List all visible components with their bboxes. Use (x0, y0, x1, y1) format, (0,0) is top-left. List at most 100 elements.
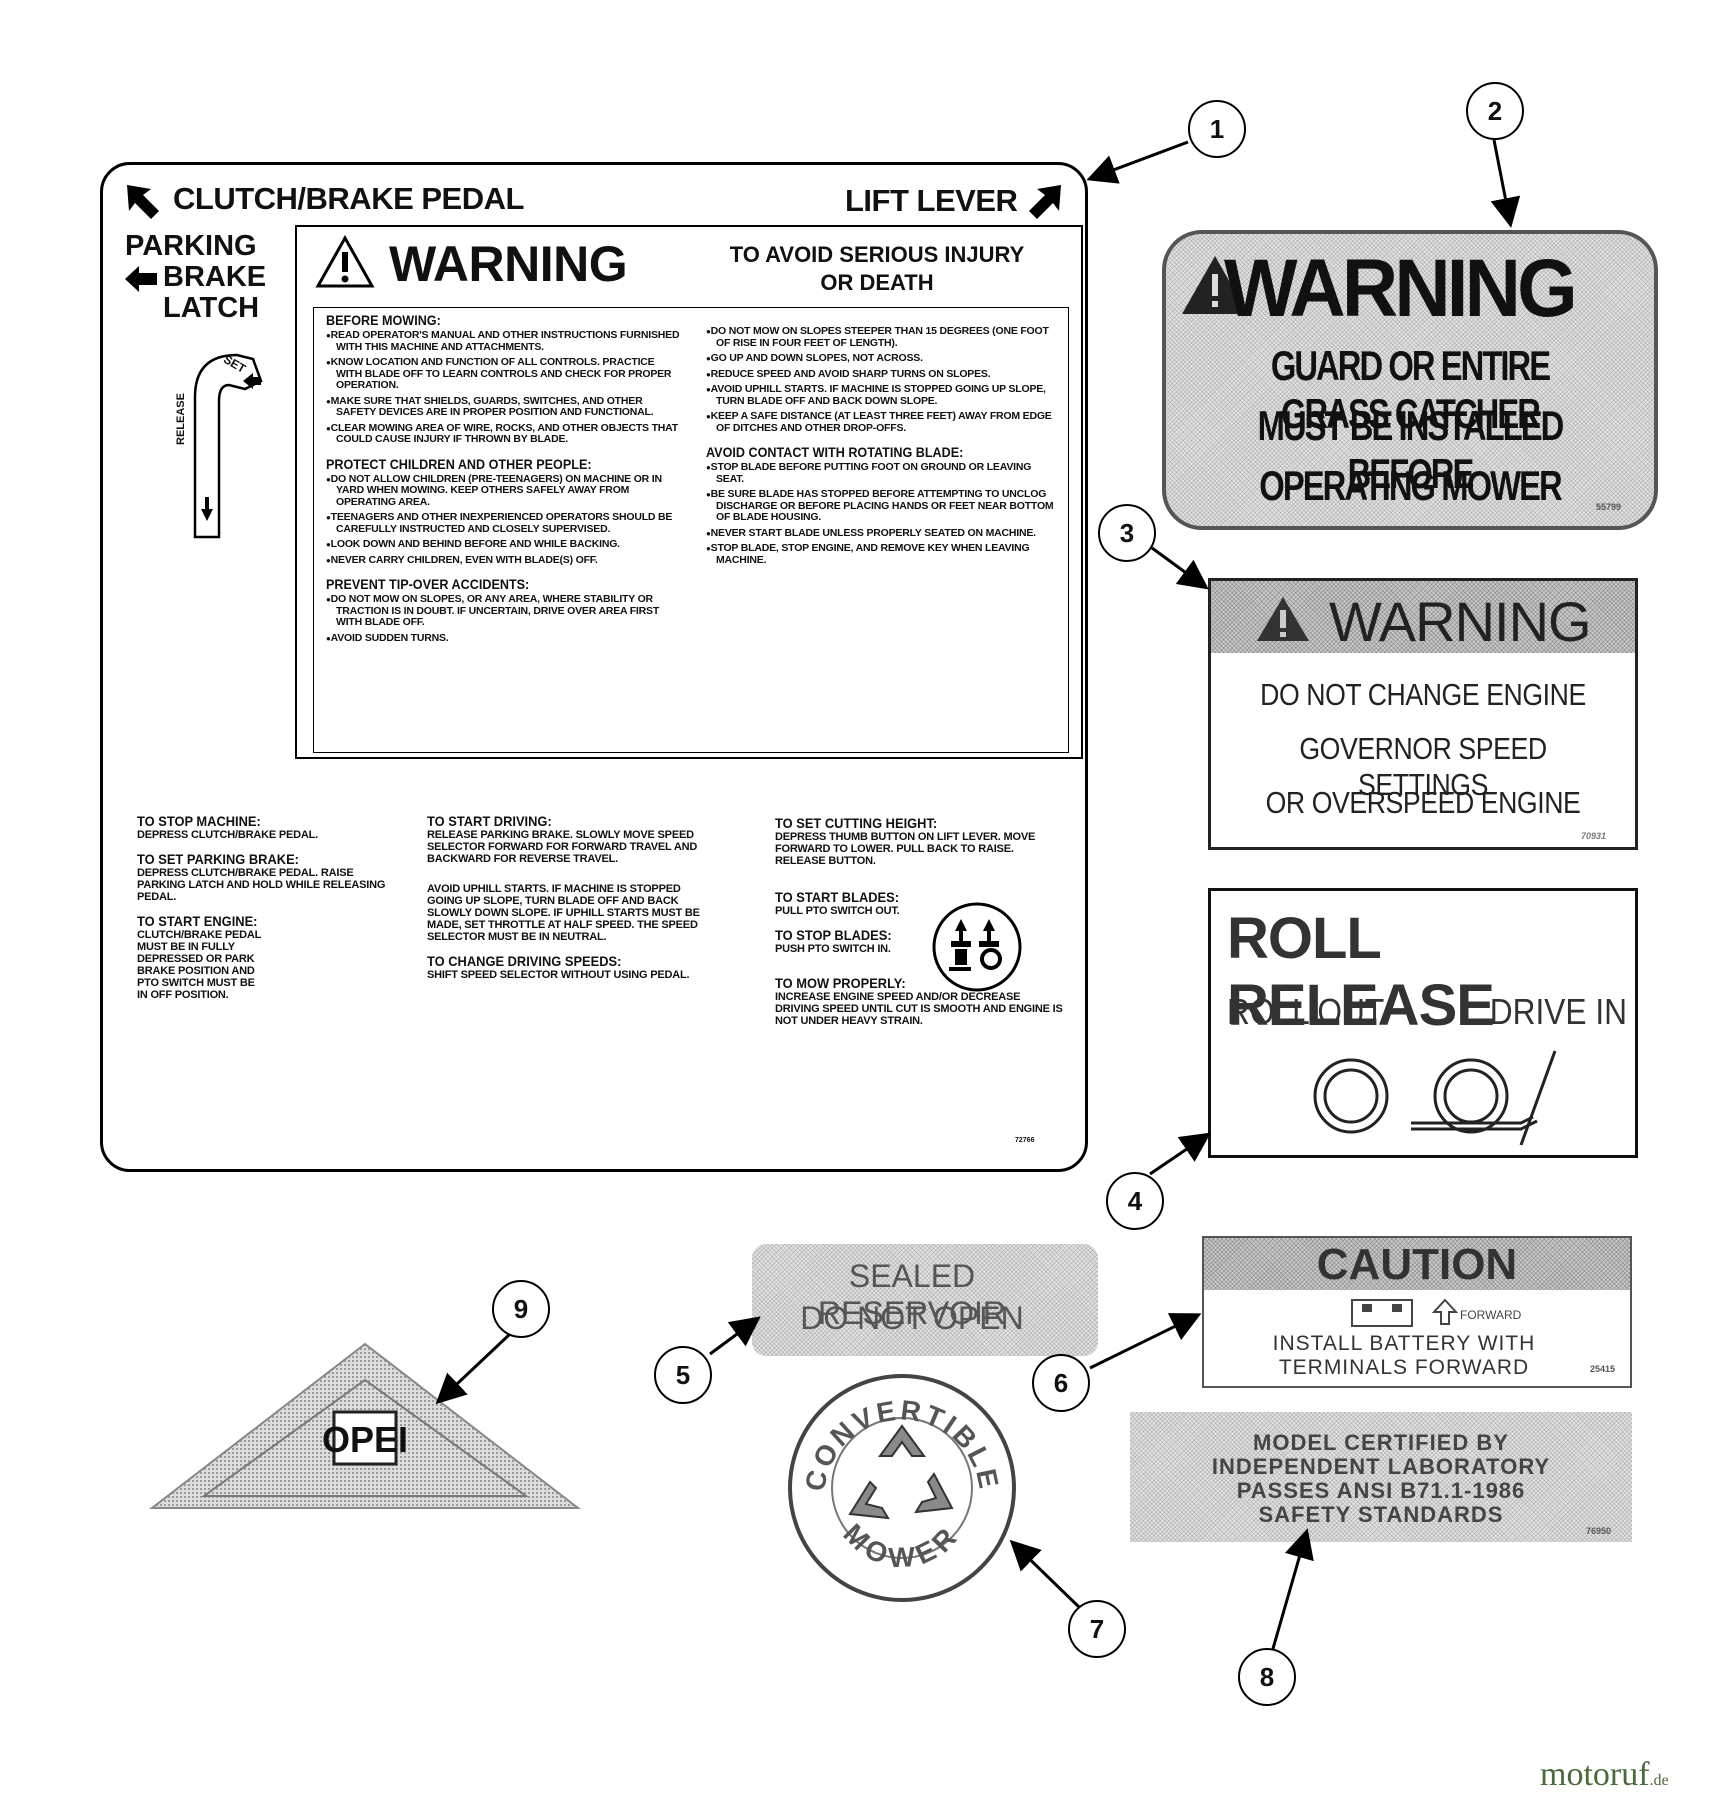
decal-1-part-code: 72766 (1015, 1137, 1035, 1144)
prevent-tipover-heading: PREVENT TIP-OVER ACCIDENTS: (326, 576, 530, 592)
decal-5-line-2: DO NOT OPEN (800, 1300, 1024, 1336)
rule-item: KNOW LOCATION AND FUNCTION OF ALL CONTRO… (326, 356, 682, 392)
rule-item: TEENAGERS AND OTHER INEXPERIENCED OPERAT… (326, 511, 682, 535)
release-arrow-icon (201, 497, 213, 521)
warning-triangle-icon (315, 235, 375, 288)
arrow-up-icon (1432, 1298, 1458, 1325)
latch-word: LATCH (163, 292, 260, 324)
parking-brake-heading: TO SET PARKING BRAKE: (137, 851, 299, 867)
leader-5 (709, 1316, 761, 1356)
decal-3-part-code: 70931 (1581, 831, 1607, 841)
change-speed-text: SHIFT SPEED SELECTOR WITHOUT USING PEDAL… (427, 969, 690, 981)
decal-2-line-1: GUARD OR ENTIRE GRASS CATCHER (1270, 342, 1551, 437)
decal-6-battery-caution: CAUTION FORWARD INSTALL BATTERY WITH TER… (1202, 1236, 1632, 1388)
parking-brake-text: DEPRESS CLUTCH/BRAKE PEDAL. RAISE PARKIN… (137, 867, 386, 903)
decal-4-title: ROLL RELEASE (1227, 906, 1495, 1038)
uphill-text: AVOID UPHILL STARTS. IF MACHINE IS STOPP… (427, 883, 700, 943)
mow-properly-heading: TO MOW PROPERLY: (775, 975, 906, 991)
callout-3: 3 (1098, 504, 1156, 562)
stop-blades-heading: TO STOP BLADES: (775, 927, 892, 943)
rule-item: LOOK DOWN AND BEHIND BEFORE AND WHILE BA… (326, 538, 682, 551)
stop-blades-text: PUSH PTO SWITCH IN. (775, 943, 891, 955)
leader-1 (1086, 140, 1189, 184)
protect-children-heading: PROTECT CHILDREN AND OTHER PEOPLE: (326, 455, 592, 472)
parking-brake-latch-label: PARKING BRAKE LATCH (125, 231, 266, 324)
callout-8: 8 (1238, 1648, 1296, 1706)
battery-icon (1351, 1299, 1413, 1327)
start-blades-heading: TO START BLADES: (775, 889, 900, 905)
rule-item: REDUCE SPEED AND AVOID SHARP TURNS ON SL… (706, 368, 1056, 381)
warning-triangle-icon (1182, 256, 1248, 314)
cutting-height-text: DEPRESS THUMB BUTTON ON LIFT LEVER. MOVE… (775, 831, 1036, 867)
callout-6: 6 (1032, 1354, 1090, 1412)
stop-machine-heading: TO STOP MACHINE: (137, 813, 261, 829)
leader-8 (1270, 1528, 1314, 1653)
warning-subtitle: TO AVOID SERIOUS INJURY OR DEATH (707, 241, 1047, 297)
parking-latch-slot-diagram (193, 353, 263, 539)
decal-4-roll-release: ROLL RELEASE ROLL OUT DRIVE IN (1208, 888, 1638, 1158)
arrow-left-icon (125, 266, 157, 292)
decal-2-grass-catcher-warning: WARNING GUARD OR ENTIRE GRASS CATCHER MU… (1162, 230, 1658, 530)
callout-7: 7 (1068, 1600, 1126, 1658)
decal-6-part-code: 25415 (1590, 1364, 1616, 1374)
rules-column-right: DO NOT MOW ON SLOPES STEEPER THAN 15 DEG… (706, 325, 1056, 570)
decal-8-part-code: 76950 (1586, 1526, 1612, 1536)
warning-triangle-icon (1257, 597, 1309, 641)
brake-row: BRAKE (125, 262, 266, 293)
rule-item: MAKE SURE THAT SHIELDS, GUARDS, SWITCHES… (326, 395, 682, 419)
instructions-column-1: TO STOP MACHINE: DEPRESS CLUTCH/BRAKE PE… (137, 813, 387, 1001)
leader-3 (1151, 546, 1209, 590)
watermark-text: motoruf (1540, 1756, 1650, 1793)
start-driving-text: RELEASE PARKING BRAKE. SLOWLY MOVE SPEED… (427, 829, 698, 865)
rotating-blade-heading: AVOID CONTACT WITH ROTATING BLADE: (706, 444, 964, 460)
leader-7 (1009, 1539, 1082, 1610)
leader-4 (1149, 1132, 1211, 1176)
warning-panel: WARNING TO AVOID SERIOUS INJURY OR DEATH… (295, 225, 1083, 759)
parking-word: PARKING (125, 230, 257, 262)
decal-6-header: CAUTION (1204, 1238, 1630, 1290)
decal-8-line-4: SAFETY STANDARDS (1258, 1502, 1504, 1527)
svg-text:OPEI: OPEI (322, 1419, 408, 1460)
recycle-icon (848, 1424, 954, 1520)
rule-item: NEVER CARRY CHILDREN, EVEN WITH BLADE(S)… (326, 554, 682, 567)
leader-6 (1089, 1313, 1202, 1370)
warning-rules-box: BEFORE MOWING: READ OPERATOR'S MANUAL AN… (313, 307, 1069, 753)
decal-3-line-3: OR OVERSPEED ENGINE (1265, 785, 1581, 820)
decal-3-line-2: GOVERNOR SPEED SETTINGS (1299, 731, 1547, 802)
drive-in-label: DRIVE IN (1489, 991, 1627, 1032)
lift-lever-label: LIFT LEVER (845, 183, 1018, 218)
rule-item: DO NOT MOW ON SLOPES, OR ANY AREA, WHERE… (326, 593, 682, 629)
decal-8-ansi-certification: MODEL CERTIFIED BY INDEPENDENT LABORATOR… (1130, 1412, 1632, 1542)
callout-2: 2 (1466, 82, 1524, 140)
start-engine-heading: TO START ENGINE: (137, 913, 258, 929)
roll-pin-diagram-icon (1313, 1050, 1557, 1146)
rule-item: READ OPERATOR'S MANUAL AND OTHER INSTRUC… (326, 329, 682, 353)
decal-3-title: WARNING (1329, 590, 1592, 653)
decal-3-header: WARNING (1211, 581, 1635, 653)
start-engine-text: CLUTCH/BRAKE PEDAL MUST BE IN FULLY DEPR… (137, 929, 261, 1001)
instructions-column-2: TO START DRIVING: RELEASE PARKING BRAKE.… (427, 813, 733, 981)
decal-8-line-1: MODEL CERTIFIED BY (1253, 1430, 1509, 1455)
roll-out-label: ROLL OUT (1227, 991, 1385, 1032)
callout-5: 5 (654, 1346, 712, 1404)
arrow-up-right-icon (1029, 185, 1061, 219)
decal-6-line-1: INSTALL BATTERY WITH (1272, 1332, 1536, 1355)
brake-word: BRAKE (163, 261, 267, 293)
decal-3-engine-governor-warning: WARNING DO NOT CHANGE ENGINE GOVERNOR SP… (1208, 578, 1638, 850)
stop-machine-text: DEPRESS CLUTCH/BRAKE PEDAL. (137, 829, 319, 841)
set-arrow-icon (243, 373, 261, 389)
warning-subtitle-line-2: OR DEATH (820, 270, 934, 295)
decal-1-control-panel-label: CLUTCH/BRAKE PEDAL LIFT LEVER PARKING BR… (100, 162, 1088, 1172)
rule-item: KEEP A SAFE DISTANCE (AT LEAST THREE FEE… (706, 410, 1056, 434)
leader-2 (1490, 139, 1521, 228)
start-blades-text: PULL PTO SWITCH OUT. (775, 905, 900, 917)
forward-label: FORWARD (1460, 1308, 1522, 1322)
callout-1: 1 (1188, 100, 1246, 158)
decal-2-line-2: MUST BE INSTALLED BEFORE (1257, 402, 1565, 497)
decal-8-line-3: PASSES ANSI B71.1-1986 (1236, 1478, 1526, 1503)
decal-9-opei-safety-seal: OPEI (149, 1342, 581, 1509)
arrow-up-left-icon (127, 185, 159, 219)
decal-5-sealed-reservoir: SEALED RESERVOIR DO NOT OPEN (752, 1244, 1098, 1356)
watermark-tld: .de (1649, 1772, 1669, 1789)
